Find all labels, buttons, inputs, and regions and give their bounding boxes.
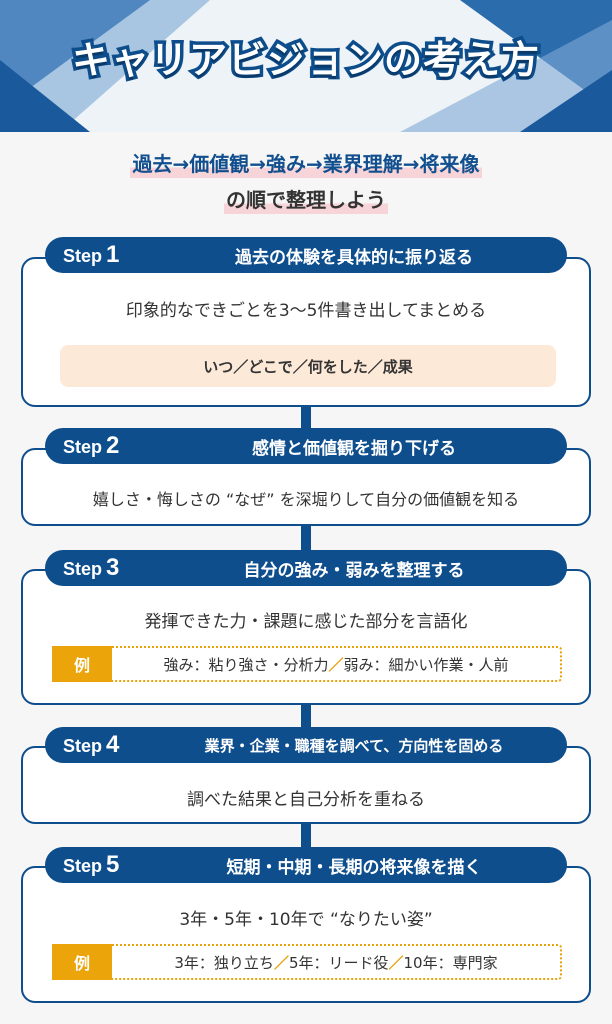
step-5-example-text: 3年：独り立ち／5年：リード役／10年：専門家	[174, 953, 498, 972]
step-4-description: 調べた結果と自己分析を重ねる	[187, 790, 425, 810]
step-3-description: 発揮できた力・課題に感じた部分を言語化	[144, 612, 468, 632]
example-tag: 例	[52, 944, 112, 980]
header-decoration	[0, 0, 612, 132]
step-1-description: 印象的なできごとを3〜5件書き出してまとめる	[125, 301, 487, 321]
step-3-example: 例 強み：粘り強さ・分析力／弱み：細かい作業・人前	[52, 646, 562, 682]
example-tag: 例	[52, 646, 112, 682]
step-2-title: 感情と価値観を掘り下げる	[252, 438, 456, 459]
step-5-description: 3年・5年・10年で “なりたい姿”	[179, 910, 433, 930]
step-3-example-text: 強み：粘り強さ・分析力／弱み：細かい作業・人前	[163, 655, 509, 674]
header-banner: キャリアビジョンの考え方	[0, 0, 612, 132]
step-1-detail: いつ／どこで／何をした／成果	[60, 345, 556, 387]
intro-instruction: の順で整理しよう	[224, 186, 388, 214]
step-5-example: 例 3年：独り立ち／5年：リード役／10年：専門家	[52, 944, 562, 980]
step-4-title: 業界・企業・職種を調べて、方向性を固める	[204, 736, 504, 755]
step-1-title: 過去の体験を具体的に振り返る	[235, 247, 473, 268]
intro: 過去→価値観→強み→業界理解→将来像 の順で整理しよう	[0, 150, 612, 214]
step-2-description: 嬉しさ・悔しさの “なぜ” を深堀りして自分の価値観を知る	[92, 490, 520, 509]
page-title: キャリアビジョンの考え方	[68, 35, 542, 86]
intro-flow: 過去→価値観→強み→業界理解→将来像	[130, 150, 482, 178]
step-5-title: 短期・中期・長期の将来像を描く	[226, 857, 482, 878]
step-3-card	[21, 569, 591, 705]
step-5-card	[21, 866, 591, 1003]
step-3-title: 自分の強み・弱みを整理する	[243, 560, 465, 581]
